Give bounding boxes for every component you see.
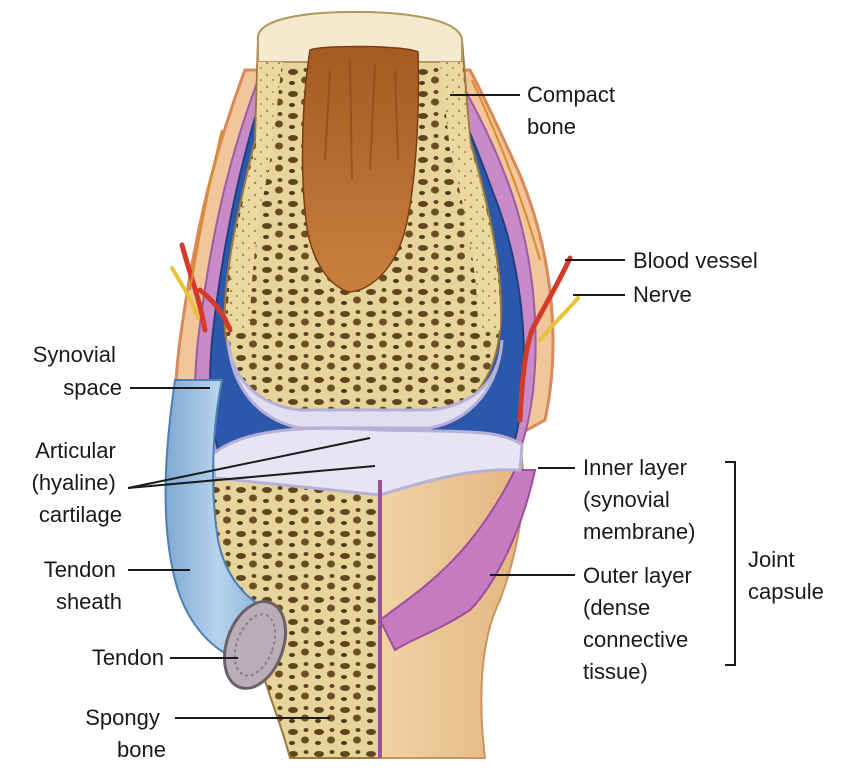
label-tendon-sheath: Tendon sheath [44,557,122,614]
label-blood-vessel: Blood vessel [633,248,758,273]
label-tendon: Tendon [92,645,164,670]
label-inner-layer: Inner layer (synovial membrane) [583,455,695,544]
label-outer-layer: Outer layer (dense connective tissue) [583,563,698,684]
label-joint-capsule: Joint capsule [748,547,824,604]
label-synovial-space: Synovial space [33,342,122,400]
label-nerve: Nerve [633,282,692,307]
label-spongy-bone: Spongy bone [85,705,166,762]
label-compact-bone: Compact bone [527,82,621,139]
label-articular-cartilage: Articular (hyaline) cartilage [32,438,123,527]
